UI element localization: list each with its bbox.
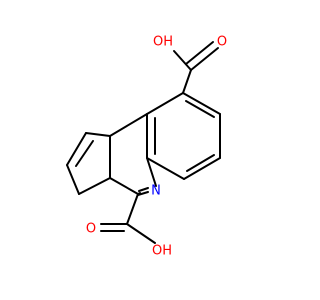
bond-carbonyl-double-a bbox=[190, 47, 219, 71]
bond-cyclopentene-c2-c3 bbox=[66, 164, 80, 195]
bond-ring-to-lower-carboxyl bbox=[126, 193, 139, 225]
bond-cyclopentene-c1-c2-double bbox=[66, 132, 87, 166]
bond-cyclopentene-c9a-c1 bbox=[85, 132, 111, 137]
bond-benzo-3-inner bbox=[186, 154, 215, 172]
bond-pyridine-c4-n-double-b bbox=[138, 187, 149, 192]
chemical-structure-diagram: OH O N O OH bbox=[66, 35, 227, 259]
bond-pyridine-c4-n bbox=[137, 191, 149, 196]
oxygen-label-top: O bbox=[217, 35, 227, 50]
hydroxyl-label-top: OH bbox=[153, 35, 173, 50]
bond-cyclopentene-c1-c2-inner bbox=[75, 140, 94, 167]
bond-pyridine-c8b-c9a bbox=[109, 113, 148, 137]
bond-lower-carboxyl-to-oh bbox=[126, 223, 156, 244]
bond-layer bbox=[66, 41, 221, 244]
bond-benzo-3 bbox=[183, 157, 221, 180]
bond-pyridine-n-c5a bbox=[146, 157, 157, 187]
atom-label-layer: OH O N O OH bbox=[86, 35, 227, 259]
bond-benzo-4 bbox=[146, 157, 185, 180]
nitrogen-label: N bbox=[151, 184, 161, 199]
bond-benzo-1 bbox=[182, 92, 221, 115]
hydroxyl-label-bottom: OH bbox=[152, 244, 172, 259]
bond-carbonyl-double-b bbox=[185, 41, 214, 65]
bond-pyridine-c4a-c4 bbox=[109, 177, 139, 195]
bond-carboxyl-carbon-to-ring bbox=[182, 69, 192, 94]
bond-benzo-1-inner bbox=[185, 100, 215, 118]
bond-cyclopentene-c3-c3a bbox=[78, 177, 111, 195]
bond-benzo-6 bbox=[146, 92, 184, 115]
bond-oh-to-carboxyl-carbon bbox=[173, 50, 192, 71]
oxygen-label-bottom: O bbox=[86, 222, 96, 237]
